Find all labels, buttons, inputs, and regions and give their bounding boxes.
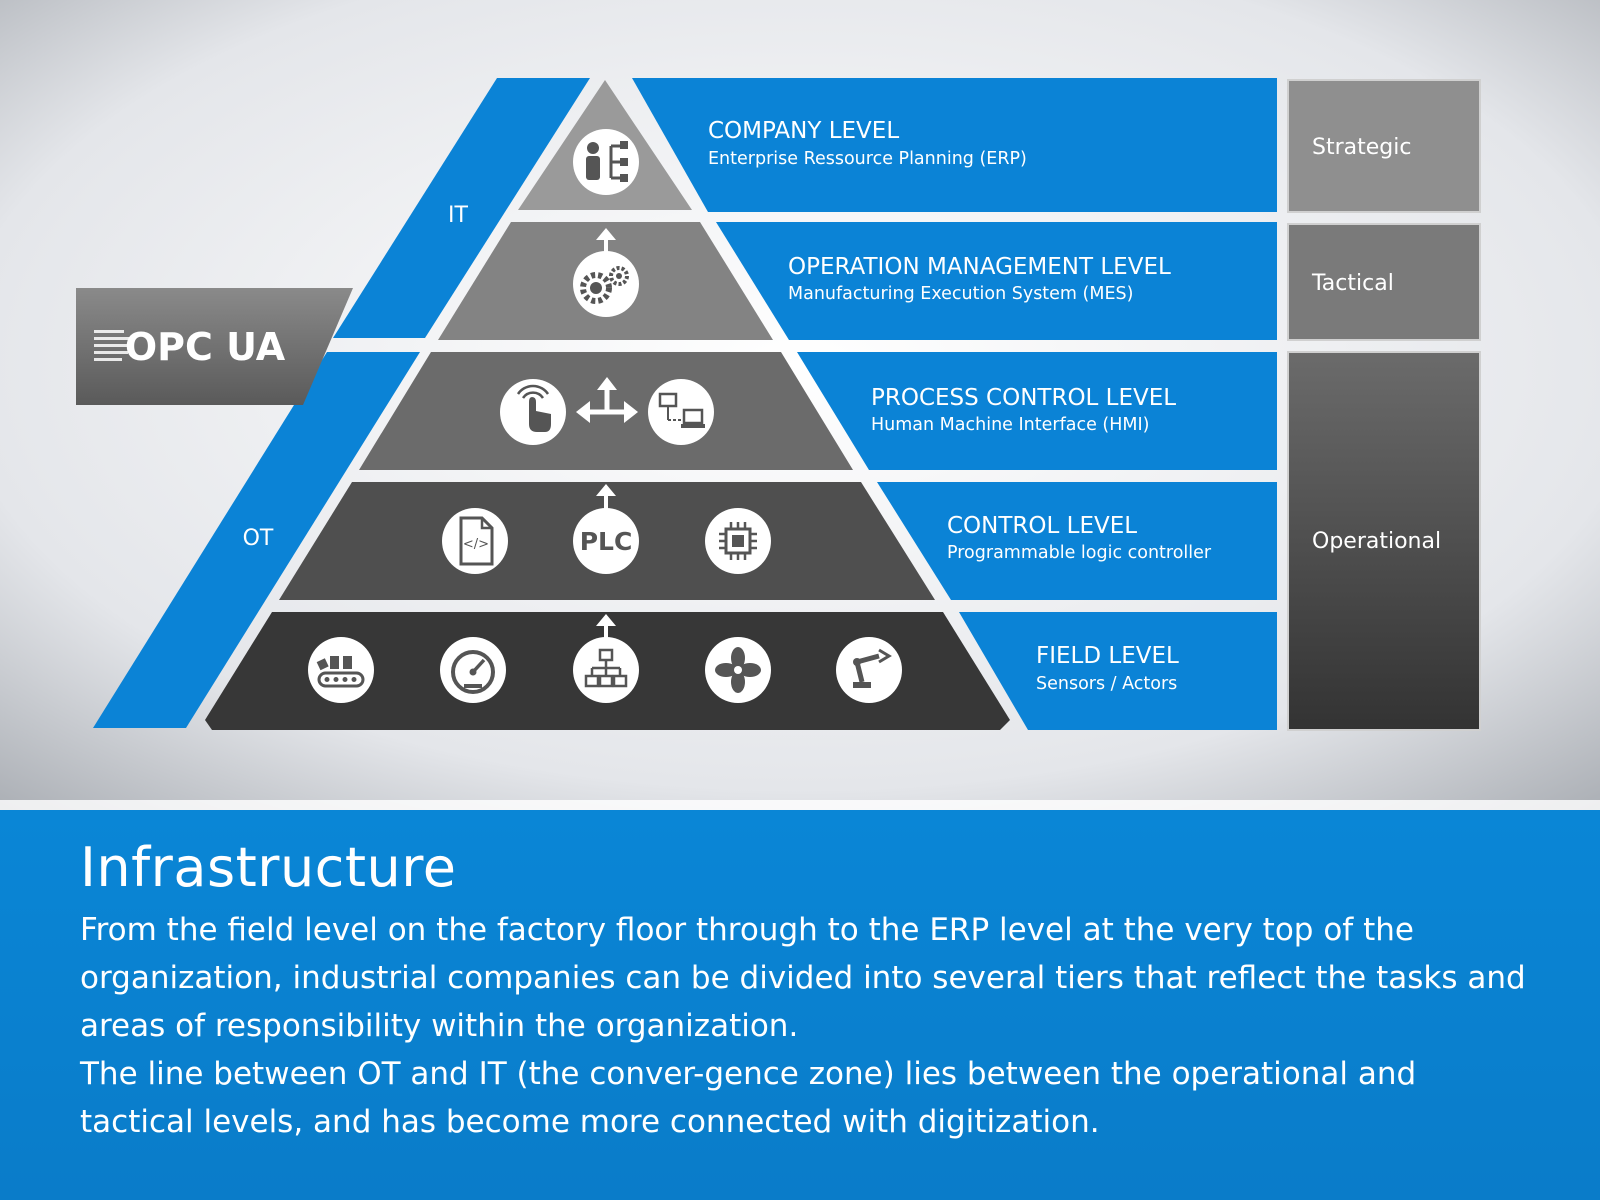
- section-heading: Infrastructure: [80, 836, 457, 899]
- opc-ua-logo: OPC UA: [76, 288, 353, 405]
- it-label: IT: [448, 203, 468, 228]
- fan-icon: [705, 637, 771, 703]
- it-zone-band: IT: [333, 78, 590, 338]
- description-section: Infrastructure From the field level on t…: [0, 810, 1600, 1200]
- tier-strategic: Strategic: [1287, 79, 1481, 213]
- conveyor-icon: [308, 637, 374, 703]
- level-title: COMPANY LEVEL: [708, 118, 899, 144]
- opc-ua-logo-text: OPC UA: [125, 325, 286, 369]
- level-title: FIELD LEVEL: [1036, 643, 1179, 669]
- tier-label: Tactical: [1311, 271, 1394, 296]
- ot-label: OT: [243, 526, 274, 551]
- tier-tactical: Tactical: [1287, 223, 1481, 341]
- gears-icon: [573, 251, 639, 317]
- tier-label: Strategic: [1312, 135, 1411, 160]
- automation-pyramid-diagram: IT OT OPC UA COMPANY LEVEL Enterprise Re…: [0, 0, 1600, 810]
- gauge-icon: [440, 637, 506, 703]
- svg-text:</>: </>: [463, 537, 489, 552]
- network-computer-icon: [648, 379, 714, 445]
- control-level-text: CONTROL LEVEL Programmable logic control…: [947, 513, 1212, 563]
- plc-label: PLC: [580, 527, 633, 556]
- level-subtitle: Sensors / Actors: [1036, 674, 1177, 694]
- operation-level-text: OPERATION MANAGEMENT LEVEL Manufacturing…: [788, 254, 1171, 304]
- process-level-text: PROCESS CONTROL LEVEL Human Machine Inte…: [871, 385, 1176, 435]
- code-file-icon: </>: [442, 508, 508, 574]
- divider-line: [0, 800, 1600, 810]
- level-subtitle: Enterprise Ressource Planning (ERP): [708, 149, 1027, 169]
- bar-control-level: [877, 482, 1277, 600]
- bidirectional-arrow-icon: [576, 377, 638, 423]
- level-subtitle: Human Machine Interface (HMI): [871, 415, 1149, 435]
- level-title: CONTROL LEVEL: [947, 513, 1137, 539]
- robot-arm-icon: [836, 637, 902, 703]
- bar-operation-level: [716, 222, 1277, 340]
- level-subtitle: Manufacturing Execution System (MES): [788, 284, 1133, 304]
- hierarchy-person-icon: [573, 129, 639, 195]
- level-title: PROCESS CONTROL LEVEL: [871, 385, 1176, 411]
- network-tree-icon: [573, 637, 639, 703]
- level-title: OPERATION MANAGEMENT LEVEL: [788, 254, 1171, 280]
- level-subtitle: Programmable logic controller: [947, 543, 1212, 563]
- bar-company-level: [632, 78, 1277, 212]
- tier-label: Operational: [1312, 529, 1441, 554]
- plc-icon: PLC: [573, 508, 639, 574]
- description-paragraph-2: The line between OT and IT (the conver-g…: [80, 1056, 1417, 1140]
- tier-operational: Operational: [1287, 351, 1481, 731]
- company-level-text: COMPANY LEVEL Enterprise Ressource Plann…: [708, 118, 1027, 169]
- field-level-text: FIELD LEVEL Sensors / Actors: [1036, 643, 1179, 694]
- touch-hand-icon: [500, 379, 566, 445]
- description-paragraph-1: From the field level on the factory floo…: [80, 912, 1526, 1044]
- bar-field-level: [959, 612, 1277, 730]
- chip-icon: [705, 508, 771, 574]
- ot-zone-band: OT: [93, 352, 420, 728]
- bar-process-level: [797, 352, 1277, 470]
